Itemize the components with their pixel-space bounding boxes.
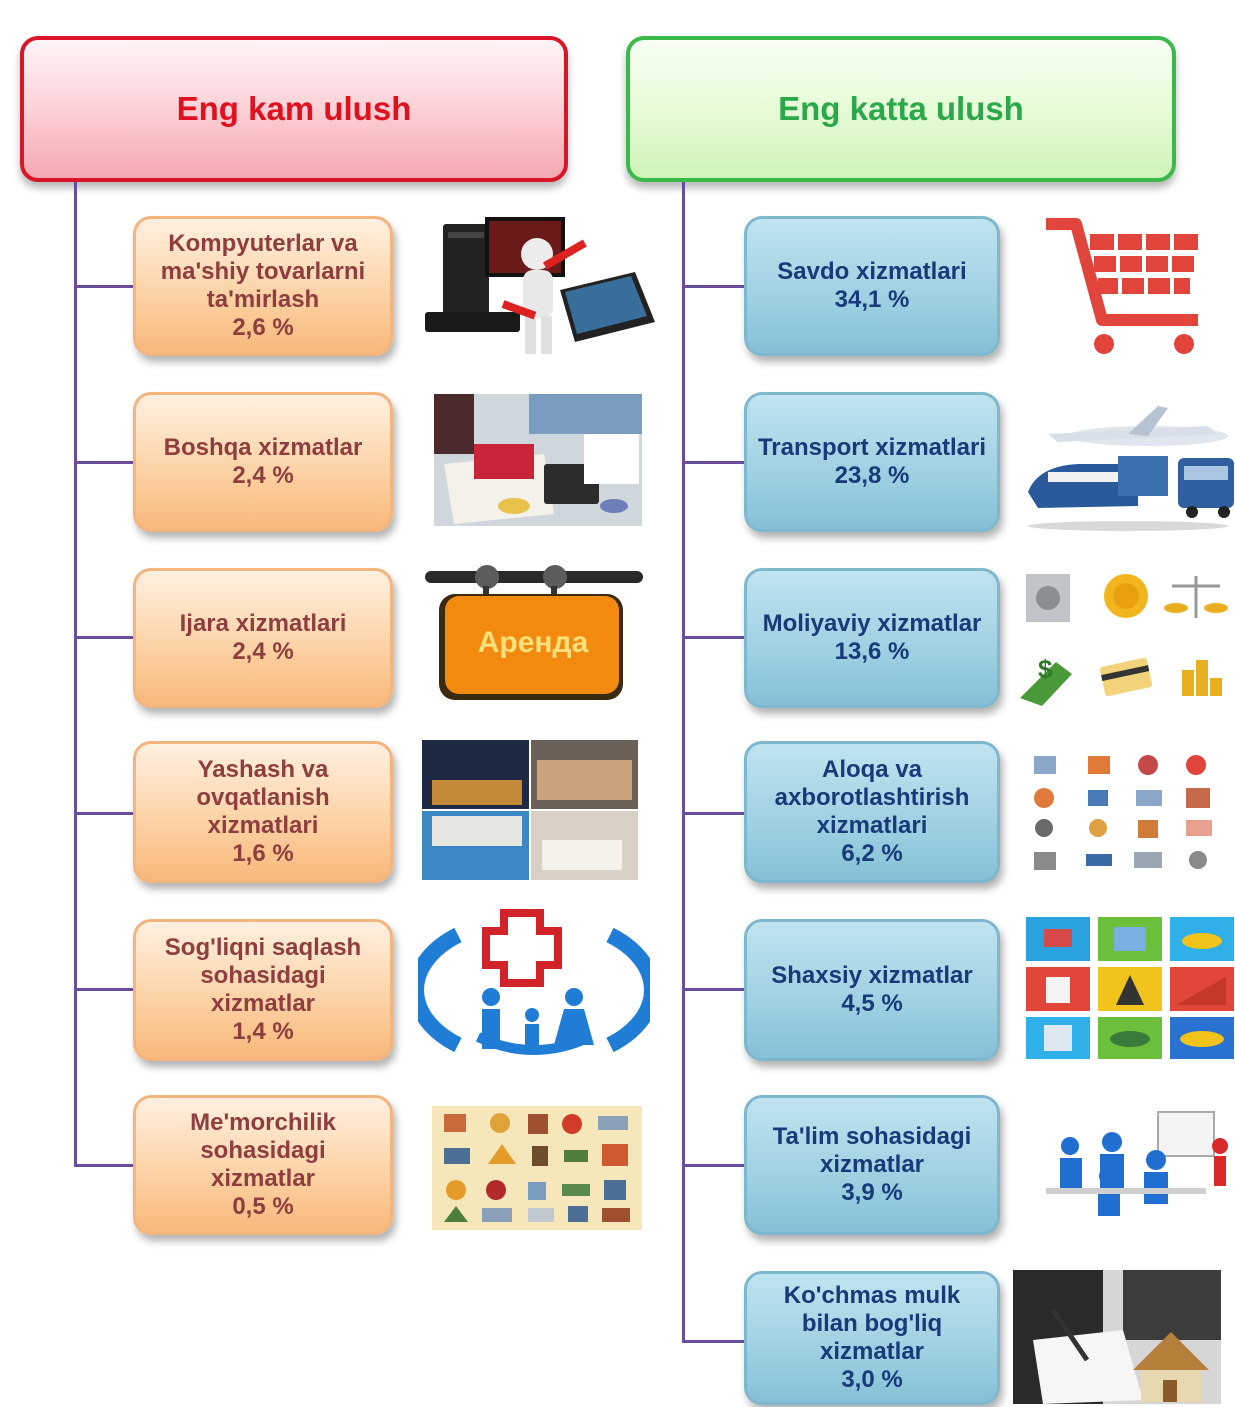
item-label: Kompyuterlar va ma'shiy tovarlarni ta'mi… bbox=[160, 230, 366, 313]
item-label: Shaxsiy xizmatlar bbox=[771, 962, 973, 989]
item-label: Yashash va ovqatlanish xizmatlari bbox=[196, 756, 330, 839]
right-item-box: Shaxsiy xizmatlar 4,5 % bbox=[744, 919, 1000, 1061]
left-branch-line bbox=[74, 1164, 134, 1167]
right-item-box: Moliyaviy xizmatlar 13,6 % bbox=[744, 568, 1000, 708]
right-branch-line bbox=[682, 285, 745, 288]
item-label: Transport xizmatlari bbox=[757, 434, 987, 461]
left-branch-line bbox=[74, 461, 134, 464]
item-percent: 1,6 % bbox=[232, 840, 294, 867]
left-item-box: Me'morchilik sohasidagi xizmatlar 0,5 % bbox=[133, 1095, 393, 1235]
item-label: Me'morchilik sohasidagi xizmatlar bbox=[190, 1109, 336, 1192]
right-branch-line bbox=[682, 1340, 745, 1343]
item-label: Savdo xizmatlari bbox=[777, 258, 967, 285]
item-percent: 2,4 % bbox=[232, 638, 294, 665]
item-percent: 6,2 % bbox=[841, 840, 903, 867]
item-percent: 34,1 % bbox=[834, 286, 910, 313]
left-branch-line bbox=[74, 812, 134, 815]
item-label: Ko'chmas mulk bilan bog'liq xizmatlar bbox=[783, 1282, 961, 1365]
item-percent: 0,5 % bbox=[232, 1193, 294, 1220]
communication-icons-icon bbox=[1034, 755, 1212, 870]
right-item-box: Ta'lim sohasidagi xizmatlar 3,9 % bbox=[744, 1095, 1000, 1235]
largest-share-header: Eng katta ulush bbox=[626, 36, 1176, 182]
item-label: Ta'lim sohasidagi xizmatlar bbox=[772, 1123, 972, 1178]
right-branch-line bbox=[682, 461, 745, 464]
right-item-box: Aloqa va axborotlashtirish xizmatlari 6,… bbox=[744, 741, 1000, 883]
item-label: Aloqa va axborotlashtirish xizmatlari bbox=[774, 756, 970, 839]
left-item-box: Sog'liqni saqlash sohasidagi xizmatlar 1… bbox=[133, 919, 393, 1061]
right-item-box: Transport xizmatlari 23,8 % bbox=[744, 392, 1000, 532]
personal-services-icon bbox=[1026, 917, 1234, 1059]
left-branch-line bbox=[74, 636, 134, 639]
right-trunk-line bbox=[682, 182, 685, 1343]
left-item-box: Ijara xizmatlari 2,4 % bbox=[133, 568, 393, 708]
real-estate-icon bbox=[1013, 1270, 1221, 1404]
education-icon bbox=[1046, 1111, 1228, 1216]
item-percent: 2,6 % bbox=[232, 314, 294, 341]
least-share-header: Eng kam ulush bbox=[20, 36, 568, 182]
computer-repair-icon bbox=[425, 217, 655, 354]
transport-icon bbox=[1028, 406, 1234, 531]
item-percent: 1,4 % bbox=[232, 1018, 294, 1045]
rent-sign-icon: Аренда bbox=[425, 565, 643, 700]
left-trunk-line bbox=[74, 182, 77, 1167]
health-care-icon bbox=[418, 909, 650, 1055]
right-branch-line bbox=[682, 988, 745, 991]
largest-share-title: Eng katta ulush bbox=[778, 90, 1024, 127]
item-label: Boshqa xizmatlar bbox=[163, 434, 363, 461]
right-branch-line bbox=[682, 1164, 745, 1167]
svg-text:$: $ bbox=[1038, 654, 1053, 684]
item-percent: 3,0 % bbox=[841, 1366, 903, 1393]
item-percent: 23,8 % bbox=[834, 462, 910, 489]
right-branch-line bbox=[682, 636, 745, 639]
finance-icon: $ bbox=[1020, 574, 1228, 706]
least-share-title: Eng kam ulush bbox=[176, 90, 412, 127]
item-percent: 13,6 % bbox=[834, 638, 910, 665]
left-item-box: Yashash va ovqatlanish xizmatlari 1,6 % bbox=[133, 741, 393, 883]
office-work-icon bbox=[434, 394, 642, 526]
item-label: Ijara xizmatlari bbox=[179, 610, 347, 637]
left-item-box: Boshqa xizmatlar 2,4 % bbox=[133, 392, 393, 532]
right-branch-line bbox=[682, 812, 745, 815]
left-item-box: Kompyuterlar va ma'shiy tovarlarni ta'mi… bbox=[133, 216, 393, 356]
left-branch-line bbox=[74, 285, 134, 288]
item-label: Moliyaviy xizmatlar bbox=[762, 610, 982, 637]
shopping-cart-icon bbox=[1046, 218, 1198, 354]
item-percent: 2,4 % bbox=[232, 462, 294, 489]
left-branch-line bbox=[74, 988, 134, 991]
item-label: Sog'liqni saqlash sohasidagi xizmatlar bbox=[164, 934, 362, 1017]
architecture-icons-icon bbox=[432, 1106, 642, 1230]
right-item-box: Savdo xizmatlari 34,1 % bbox=[744, 216, 1000, 356]
rent-sign-text: Аренда bbox=[478, 626, 589, 659]
item-percent: 4,5 % bbox=[841, 990, 903, 1017]
item-percent: 3,9 % bbox=[841, 1179, 903, 1206]
right-item-box: Ko'chmas mulk bilan bog'liq xizmatlar 3,… bbox=[744, 1271, 1000, 1405]
hotel-photos-icon bbox=[422, 740, 638, 880]
